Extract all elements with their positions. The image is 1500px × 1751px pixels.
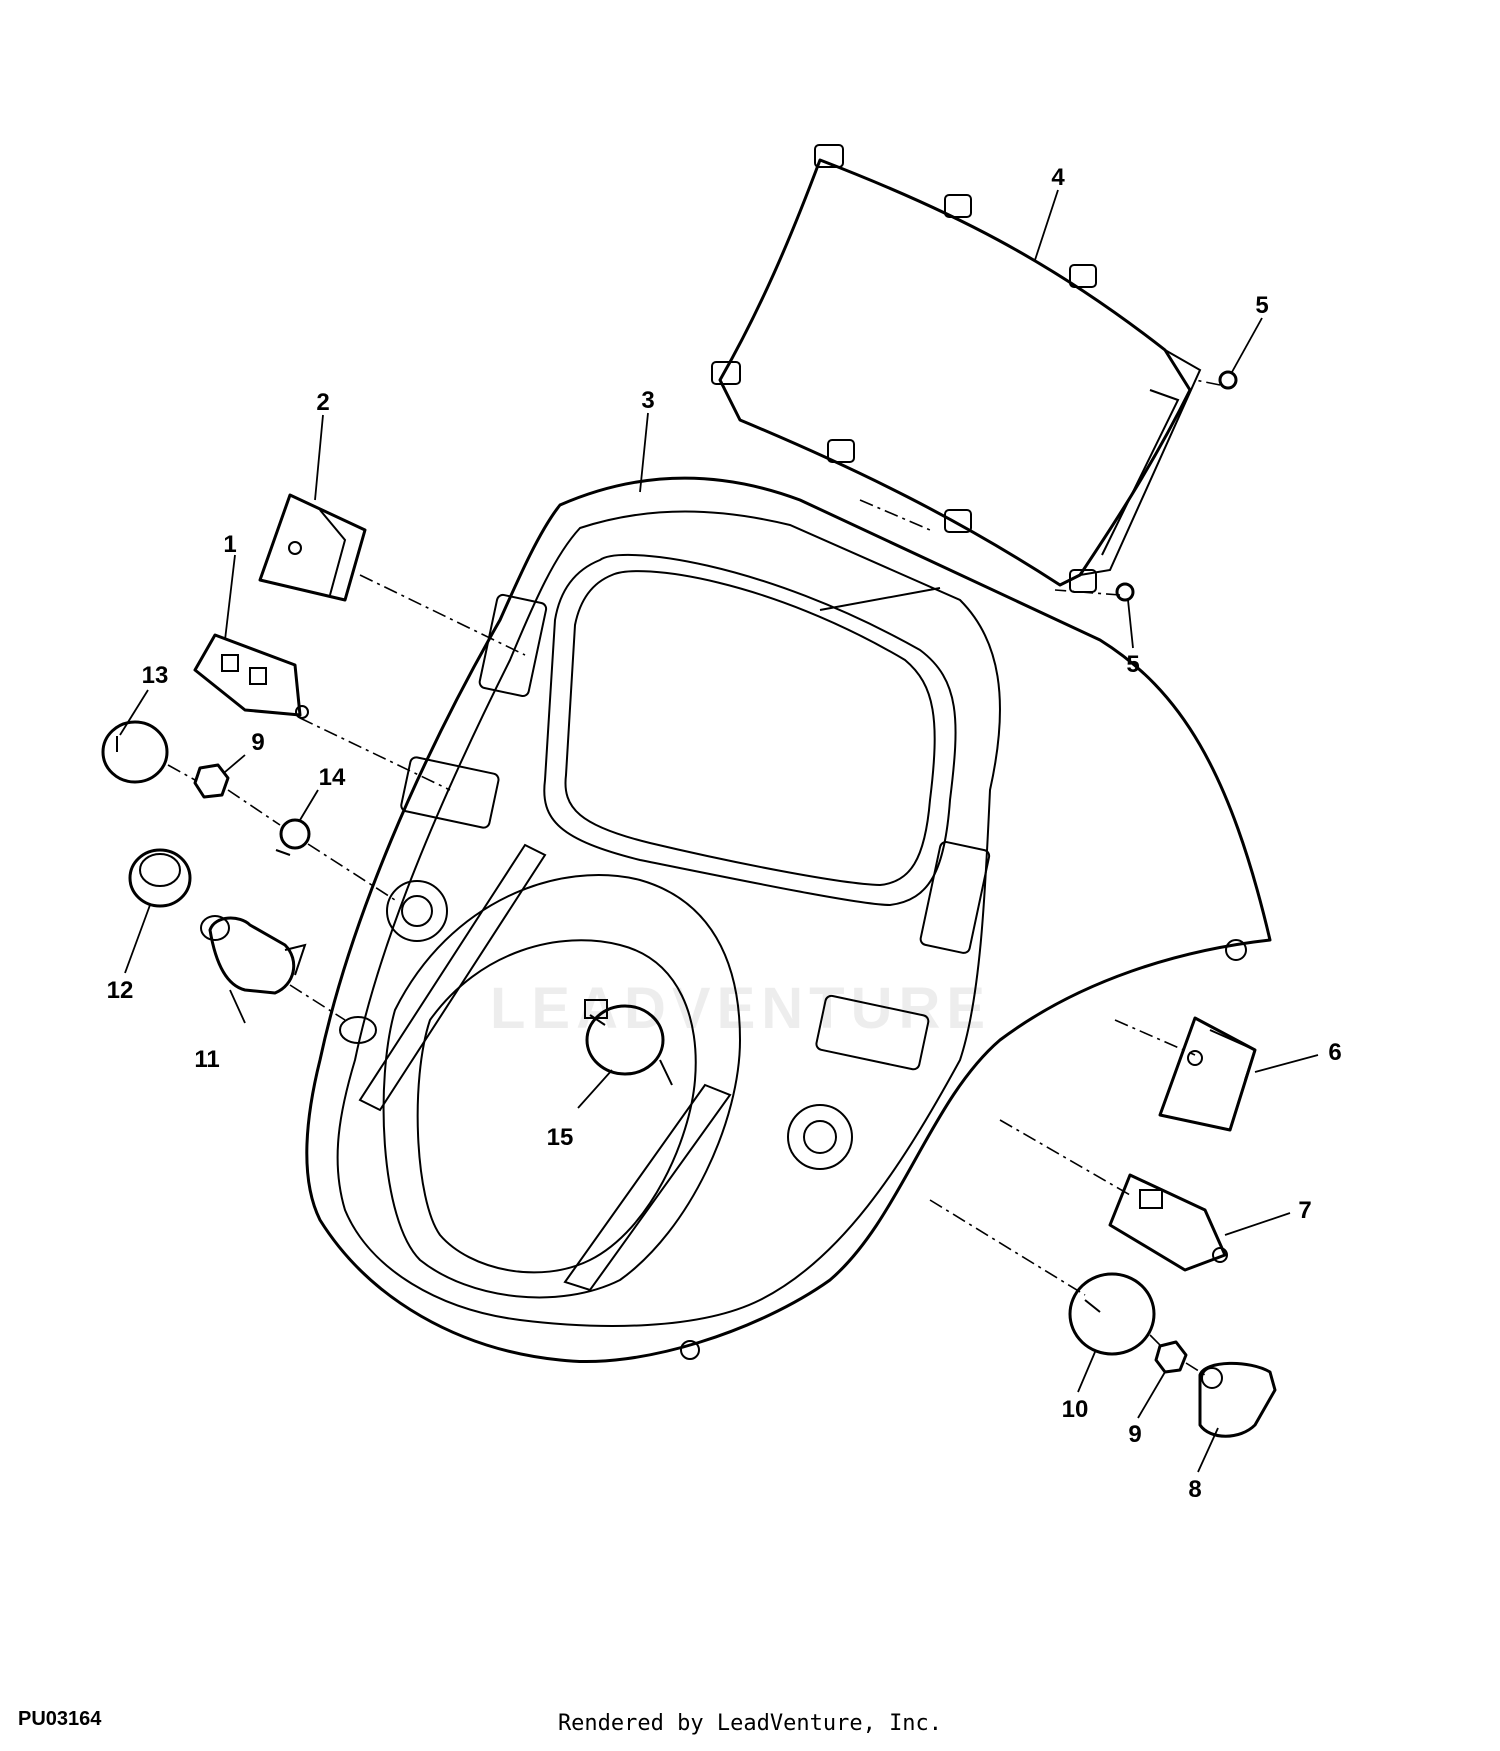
callouts: 1 2 3 4 5 5 6 7 8 9 10 11 12 13 9 14 15	[107, 164, 1342, 1503]
callout-12: 12	[107, 977, 134, 1004]
switch-part-8	[1198, 1361, 1277, 1438]
callout-8: 8	[1188, 1476, 1201, 1503]
callout-2: 2	[316, 389, 329, 416]
clip-part-14	[275, 818, 311, 856]
dash-panel-housing	[305, 476, 1272, 1364]
callout-13: 13	[142, 662, 169, 689]
callout-9-left: 9	[251, 729, 264, 756]
nut-part-9-left	[193, 763, 230, 799]
callout-5-lower: 5	[1126, 651, 1139, 678]
callout-9-right: 9	[1128, 1421, 1141, 1448]
callout-1: 1	[223, 531, 236, 558]
callout-6: 6	[1328, 1039, 1341, 1066]
ignition-switch-part-11	[200, 915, 307, 995]
diagram-code: PU03164	[18, 1708, 102, 1730]
leader-lines	[119, 189, 1319, 1473]
switch-part-6	[1158, 1016, 1257, 1132]
instrument-cluster	[711, 144, 1202, 593]
assembly-lines	[167, 379, 1221, 1376]
knob-part-12	[128, 848, 192, 908]
nut-part-9-right	[1154, 1340, 1188, 1374]
callout-15: 15	[547, 1124, 574, 1151]
watermark: LEADVENTURE	[490, 976, 992, 1041]
callout-7: 7	[1298, 1197, 1311, 1224]
callout-14: 14	[319, 764, 346, 791]
callout-11: 11	[194, 1046, 219, 1073]
switch-part-2	[258, 493, 367, 602]
callout-4: 4	[1051, 164, 1065, 191]
knob-part-10	[1068, 1272, 1156, 1356]
screw-lower	[1115, 582, 1135, 602]
screw-upper	[1218, 370, 1238, 390]
render-credit: Rendered by LeadVenture, Inc.	[557, 1711, 943, 1736]
switch-part-1	[193, 633, 309, 719]
knob-part-13	[101, 720, 169, 784]
callout-3: 3	[641, 387, 654, 414]
callout-10: 10	[1062, 1396, 1089, 1423]
knob-part-15	[584, 999, 673, 1086]
callout-5-upper: 5	[1255, 292, 1268, 319]
switch-part-7	[1108, 1173, 1228, 1272]
